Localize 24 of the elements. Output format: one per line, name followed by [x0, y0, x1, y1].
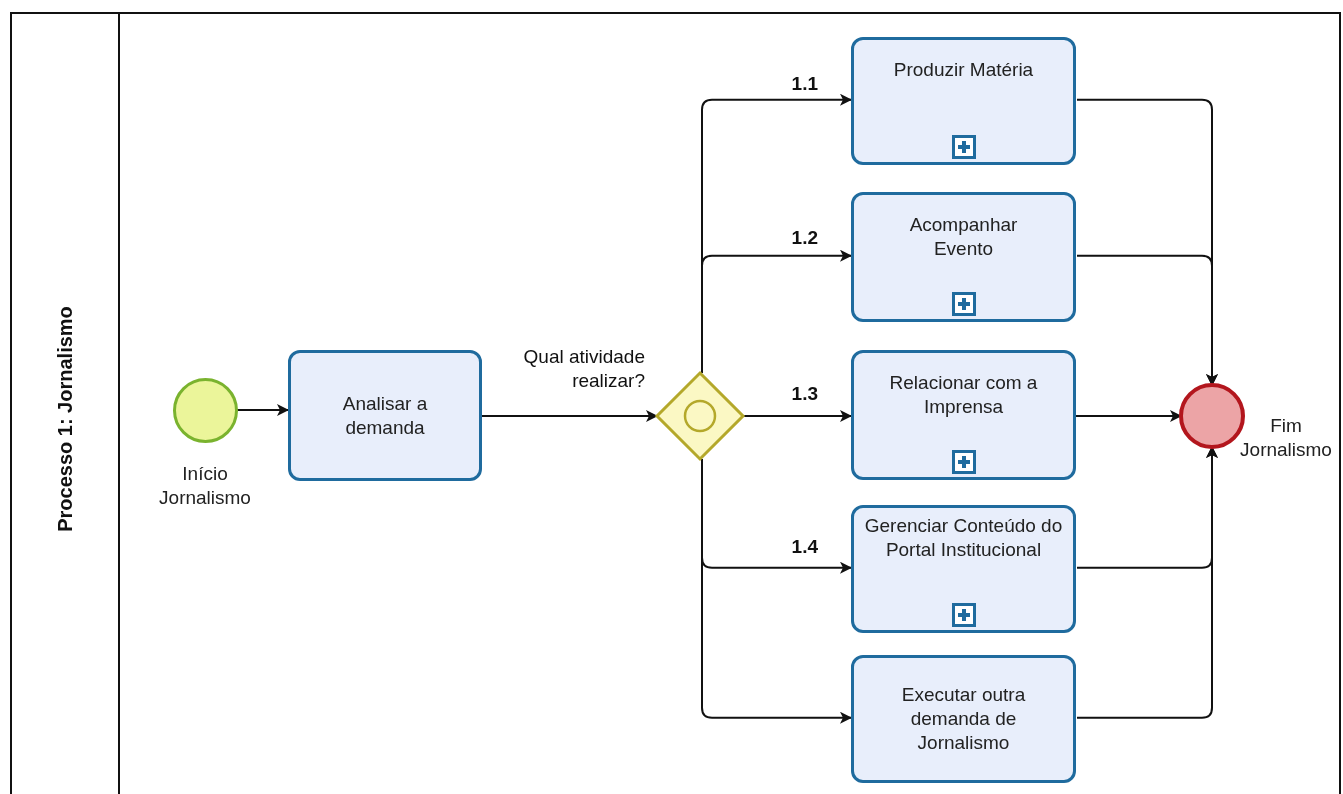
sequence-flow-arrow [235, 404, 289, 416]
gateway-diamond [655, 371, 745, 461]
task-label: Executar outra demanda de Jornalismo [900, 683, 1027, 755]
event-label: Início Jornalismo [158, 462, 252, 510]
task-label: Acompanhar Evento [908, 213, 1019, 261]
sequence-flow-arrow [1076, 446, 1218, 719]
subprocess-box [851, 505, 1076, 633]
subprocess-box [851, 192, 1076, 322]
pool-title: Processo 1: Jornalismo [53, 306, 77, 532]
sequence-flow-arrow [701, 249, 852, 374]
task-label: Analisar a demanda [341, 391, 429, 440]
task-box [851, 655, 1076, 783]
sequence-flow-arrow [481, 410, 658, 422]
sequence-flow-arrow [1076, 254, 1218, 386]
subprocess-box [851, 37, 1076, 165]
pool-frame [10, 12, 1341, 794]
subprocess-box [851, 350, 1076, 480]
task-box [288, 350, 482, 481]
task-label: Produzir Matéria [893, 58, 1034, 82]
task-label: Relacionar com a Imprensa [888, 371, 1039, 419]
start-event-circle [172, 377, 238, 443]
task-label: Gerenciar Conteúdo do Portal Institucional [863, 514, 1064, 562]
sequence-flow-arrow [742, 410, 852, 422]
event-label: Fim Jornalismo [1239, 414, 1333, 462]
